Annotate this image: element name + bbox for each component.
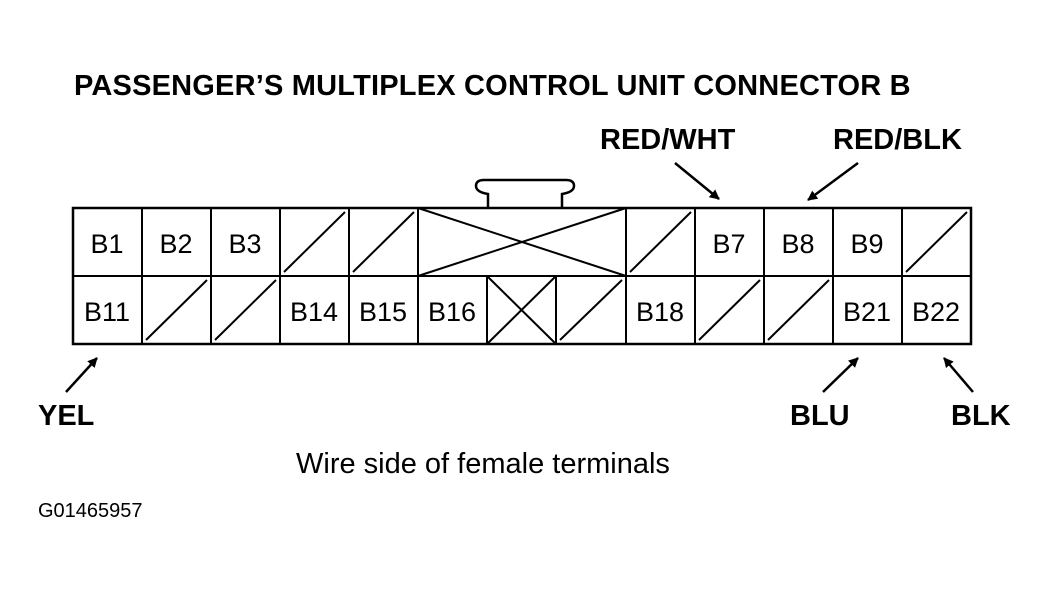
bottom-row-dividers (141, 276, 903, 344)
terminal-label-b3: B3 (228, 229, 261, 259)
blocked-cavity-marks (417, 207, 627, 345)
terminal-label-b21: B21 (843, 297, 891, 327)
arrow-blk (943, 357, 974, 393)
arrow-blu (822, 357, 859, 393)
terminal-label-b8: B8 (781, 229, 814, 259)
arrow-red-blk (807, 161, 859, 202)
terminal-label-b11: B11 (84, 297, 130, 327)
diagram-caption: Wire side of female terminals (296, 448, 670, 480)
terminal-label-b22: B22 (912, 297, 960, 327)
terminal-label-b16: B16 (428, 297, 476, 327)
figure-id: G01465957 (38, 500, 143, 522)
terminal-label-b1: B1 (90, 229, 123, 259)
terminal-label-b7: B7 (712, 229, 745, 259)
terminal-label-b2: B2 (159, 229, 192, 259)
connector-lock-tab (474, 178, 576, 208)
wire-label-blk: BLK (951, 400, 1011, 432)
wire-label-red-blk: RED/BLK (833, 124, 962, 156)
terminal-label-b9: B9 (850, 229, 883, 259)
unused-cavity-marks (145, 211, 968, 341)
terminal-label-b18: B18 (636, 297, 684, 327)
terminal-label-b14: B14 (290, 297, 338, 327)
wire-label-blu: BLU (790, 400, 850, 432)
diagram-title: PASSENGER’S MULTIPLEX CONTROL UNIT CONNE… (74, 70, 911, 102)
leader-arrows (65, 161, 974, 393)
terminal-label-b15: B15 (359, 297, 407, 327)
arrow-yel (65, 357, 98, 393)
arrow-red-wht (674, 162, 720, 200)
top-row-dividers (141, 208, 903, 276)
wire-label-yel: YEL (38, 400, 95, 432)
wire-label-red-wht: RED/WHT (600, 124, 736, 156)
